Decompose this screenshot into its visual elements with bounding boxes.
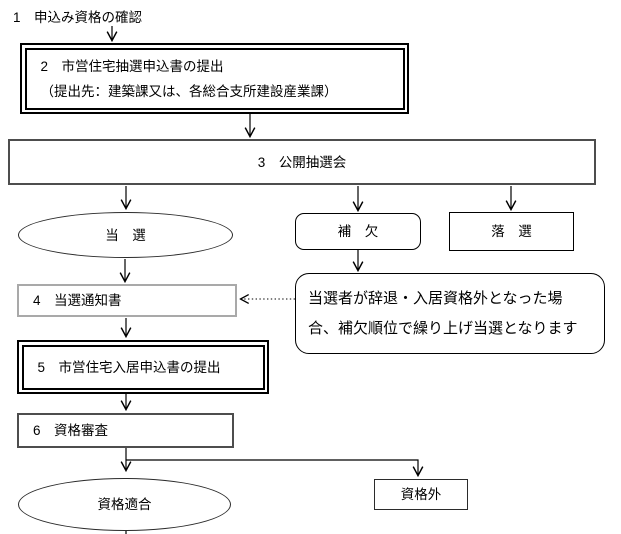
rakusen-box: 落 選 [449,212,574,251]
callout-line1: 当選者が辞退・入居資格外となった場 [308,289,563,307]
rakusen-label: 落 選 [491,224,532,239]
pass-label: 資格適合 [97,497,152,512]
step3-label: 3 公開抽選会 [257,154,347,170]
step2-line2: （提出先：建築課又は、各総合支所建設産業課） [40,83,338,99]
step6-label: 6 資格審査 [33,423,109,438]
win-ellipse: 当 選 [18,212,233,258]
step5-box-inner: 5 市営住宅入居申込書の提出 [21,344,265,390]
step2-line1: 2 市営住宅抽選申込書の提出 [40,58,224,74]
fail-box: 資格外 [374,479,468,510]
callout-note: 当選者が辞退・入居資格外となった場 合、補欠順位で繰り上げ当選となります [295,273,605,354]
hoketsu-box: 補 欠 [295,213,421,250]
step2-box-inner: 2 市営住宅抽選申込書の提出 （提出先：建築課又は、各総合支所建設産業課） [24,47,405,110]
fail-label: 資格外 [400,487,442,502]
pass-ellipse: 資格適合 [18,478,231,531]
callout-line2: 合、補欠順位で繰り上げ当選となります [308,319,578,337]
step4-label: 4 当選通知書 [33,293,122,308]
step2-box: 2 市営住宅抽選申込書の提出 （提出先：建築課又は、各総合支所建設産業課） [20,43,409,114]
step3-box: 3 公開抽選会 [8,139,596,185]
win-label: 当 選 [105,227,146,243]
step5-box: 5 市営住宅入居申込書の提出 [17,340,269,394]
step6-box: 6 資格審査 [17,413,234,448]
arrow-step6-to-fail [126,459,418,475]
step4-box: 4 当選通知書 [17,284,237,317]
step1-label: 1 申込み資格の確認 [13,10,143,25]
hoketsu-label: 補 欠 [337,224,379,239]
step5-label: 5 市営住宅入居申込書の提出 [37,359,221,375]
